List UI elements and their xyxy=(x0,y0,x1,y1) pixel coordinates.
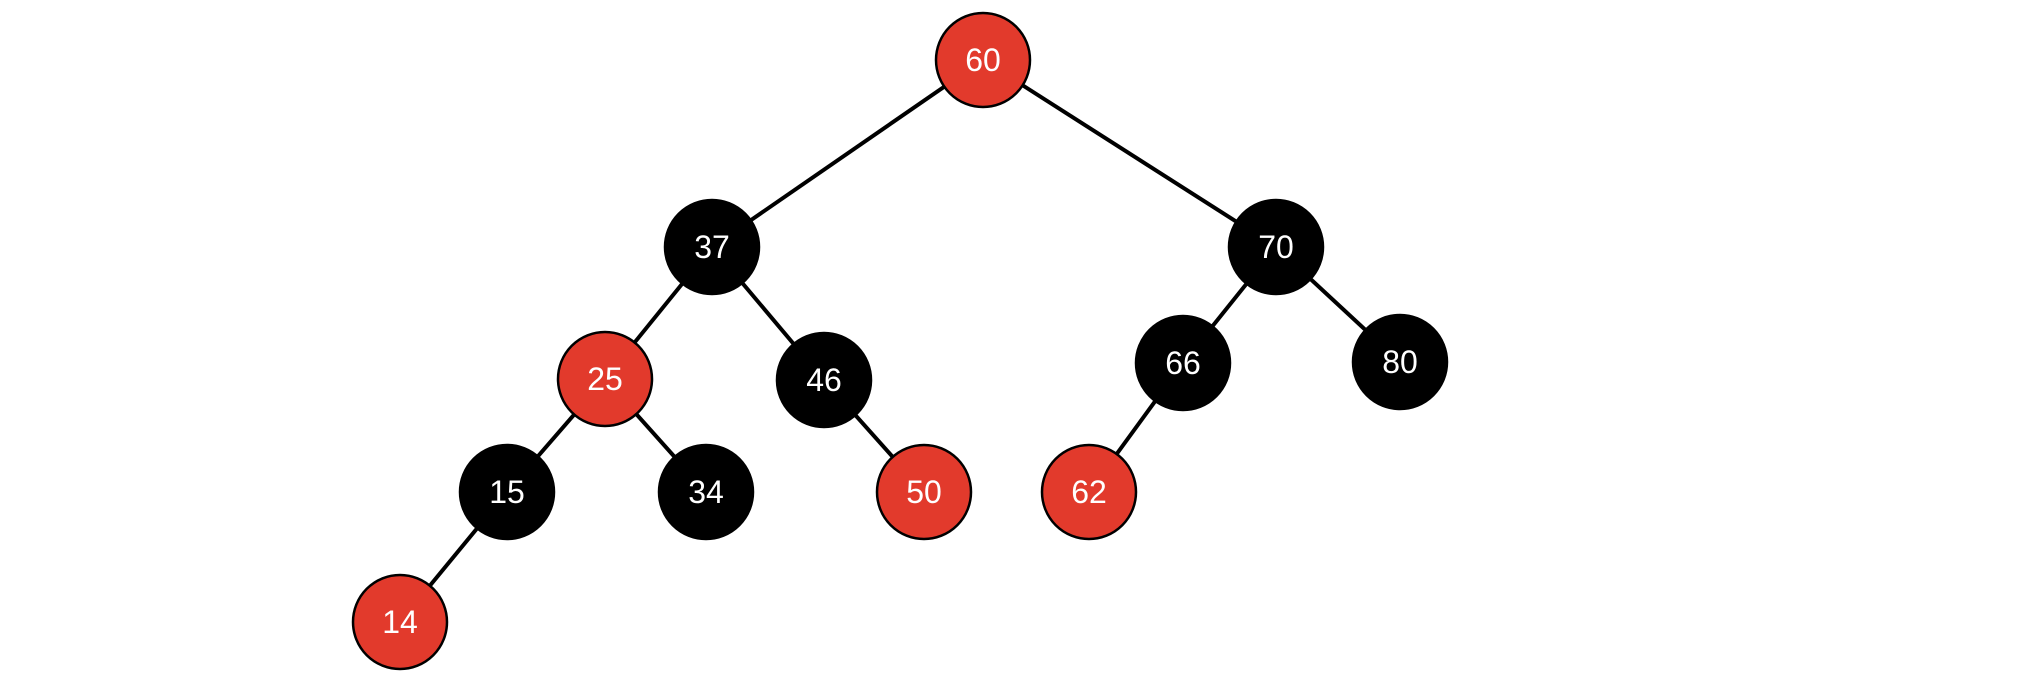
tree-node-62: 62 xyxy=(1040,443,1138,541)
black-node-circle xyxy=(1351,313,1449,411)
black-node-circle xyxy=(458,443,556,541)
black-node-circle xyxy=(1134,314,1232,412)
black-node-circle xyxy=(1227,198,1325,296)
tree-node-46: 46 xyxy=(775,331,873,429)
tree-edge-60-70 xyxy=(981,58,1278,249)
red-node-circle xyxy=(556,330,654,428)
tree-node-15: 15 xyxy=(458,443,556,541)
black-node-circle xyxy=(657,443,755,541)
tree-node-60: 60 xyxy=(934,11,1032,109)
tree-node-34: 34 xyxy=(657,443,755,541)
tree-node-80: 80 xyxy=(1351,313,1449,411)
tree-node-25: 25 xyxy=(556,330,654,428)
tree-node-66: 66 xyxy=(1134,314,1232,412)
black-node-circle xyxy=(663,198,761,296)
red-node-circle xyxy=(875,443,973,541)
red-node-circle xyxy=(934,11,1032,109)
tree-node-50: 50 xyxy=(875,443,973,541)
red-node-circle xyxy=(351,573,449,671)
red-node-circle xyxy=(1040,443,1138,541)
tree-node-14: 14 xyxy=(351,573,449,671)
black-node-circle xyxy=(775,331,873,429)
tree-edge-60-37 xyxy=(710,58,985,249)
tree-node-37: 37 xyxy=(663,198,761,296)
tree-node-70: 70 xyxy=(1227,198,1325,296)
